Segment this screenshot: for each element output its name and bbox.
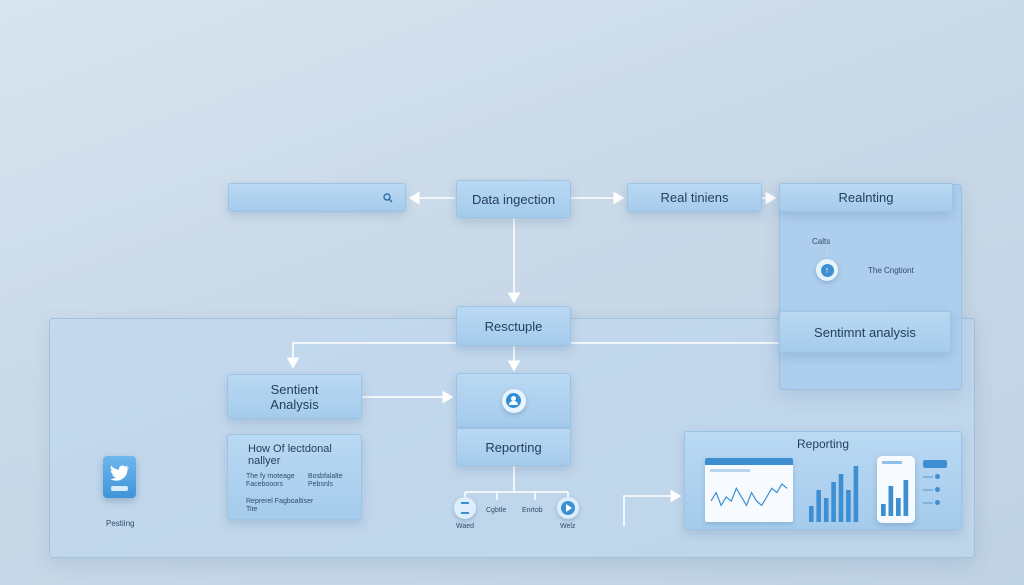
data-ingestion-label: Data ingection bbox=[471, 191, 556, 207]
twitter-label: Pestiing bbox=[106, 519, 135, 528]
dot-icon bbox=[935, 474, 940, 479]
bar bbox=[896, 498, 901, 516]
sentiment-analysis-right-label: Sentimnt analysis bbox=[814, 324, 916, 340]
bar bbox=[888, 486, 894, 516]
bar bbox=[816, 490, 821, 522]
search-bar[interactable] bbox=[228, 183, 406, 212]
reporting-center-label: Reporting bbox=[485, 439, 542, 455]
doc-icon[interactable] bbox=[454, 497, 476, 519]
real-time-label: Real tiniens bbox=[660, 190, 729, 205]
upload-icon[interactable]: ↑ bbox=[816, 259, 838, 281]
the-content-label: The Cngtiont bbox=[868, 266, 914, 275]
reporting-dashboard[interactable]: Reporting bbox=[684, 431, 962, 530]
dot-icon bbox=[935, 500, 940, 505]
resample-label: Resctuple bbox=[484, 318, 543, 334]
sentiment-analysis-left-label: Sentient Analysis bbox=[270, 381, 319, 412]
search-icon bbox=[383, 192, 393, 202]
how-of-title: How Of lectdonal nallyer bbox=[248, 443, 332, 467]
real-time-node[interactable]: Real tiniens bbox=[627, 183, 762, 212]
right-upper-panel bbox=[779, 184, 962, 390]
bar bbox=[846, 490, 851, 522]
bottom-label-1: Waed bbox=[456, 523, 475, 530]
bottom-label-2: Cgbtle bbox=[486, 507, 507, 514]
how-of-left-top: The fy moteage Facebooors bbox=[246, 473, 295, 488]
side-list bbox=[923, 460, 949, 520]
arrow-to-dashboard bbox=[623, 489, 682, 526]
reporting-dashboard-title: Reporting bbox=[796, 437, 850, 451]
line-series bbox=[710, 483, 788, 507]
bar bbox=[823, 498, 829, 522]
bar bbox=[881, 504, 886, 516]
bottom-label-3: Enrtob bbox=[522, 507, 543, 514]
dot-icon bbox=[935, 487, 940, 492]
bar bbox=[838, 474, 844, 522]
bar bbox=[853, 466, 859, 522]
bar-chart-1 bbox=[809, 466, 859, 522]
line-chart bbox=[710, 483, 788, 507]
center-processing-node[interactable] bbox=[456, 373, 571, 428]
bottom-label-4: Welz bbox=[560, 523, 576, 530]
calls-label: Calts bbox=[812, 237, 831, 246]
bar bbox=[831, 482, 836, 522]
twitter-icon[interactable] bbox=[103, 456, 136, 498]
reporting-center-node[interactable]: Reporting bbox=[456, 428, 571, 466]
bar bbox=[903, 480, 909, 516]
line-chart-card bbox=[705, 458, 793, 522]
phone-chart-card bbox=[877, 456, 915, 523]
bar bbox=[809, 506, 814, 522]
how-of-box[interactable]: How Of lectdonal nallyer The fy moteage … bbox=[227, 434, 362, 520]
data-ingestion-node[interactable]: Data ingection bbox=[456, 180, 571, 218]
right-panel-title-node[interactable]: Realnting bbox=[779, 183, 953, 212]
resample-node[interactable]: Resctuple bbox=[456, 306, 571, 346]
how-of-right-top: Bosbfalalte Pebsnls bbox=[308, 473, 343, 488]
bar-chart-2 bbox=[881, 480, 909, 516]
sentiment-analysis-right-node[interactable]: Sentimnt analysis bbox=[779, 311, 951, 353]
right-panel-title: Realnting bbox=[838, 190, 894, 205]
sentiment-analysis-left-node[interactable]: Sentient Analysis bbox=[227, 374, 362, 419]
how-of-bottom: Reprerel Fagboaltiser Tite bbox=[246, 498, 314, 513]
arrow-resample-to-sentiment bbox=[286, 342, 456, 369]
play-icon[interactable] bbox=[557, 497, 579, 519]
user-icon bbox=[501, 388, 526, 413]
